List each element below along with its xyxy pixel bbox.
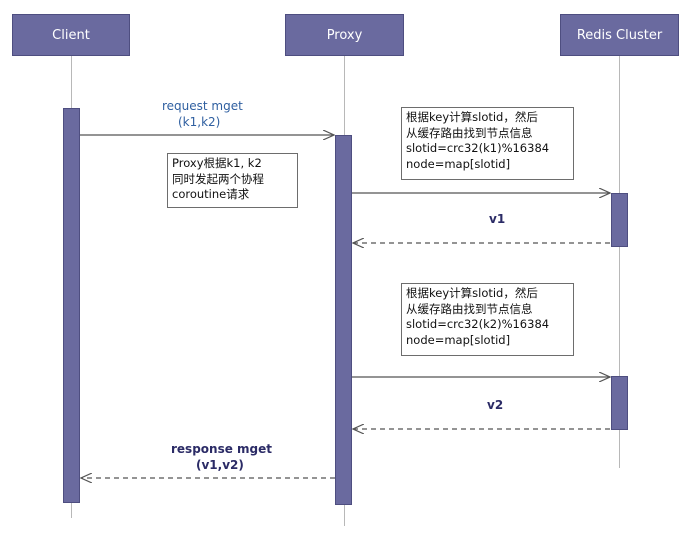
- redis-cluster-actor: Redis Cluster: [560, 14, 679, 56]
- request-label-line2: (k1,k2): [178, 115, 221, 129]
- proxy-coroutine-note: Proxy根据k1, k2 同时发起两个协程 coroutine请求: [167, 153, 298, 208]
- response-label-line1: response mget: [171, 442, 273, 456]
- slot-note-k1: 根据key计算slotid，然后 从缓存路由找到节点信息 slotid=crc3…: [401, 107, 574, 180]
- redis-activation-bar-2: [611, 376, 628, 430]
- v1-label: v1: [489, 212, 506, 226]
- response-label-line2: (v1,v2): [196, 458, 244, 472]
- client-activation-bar: [63, 108, 80, 503]
- redis-lifeline: [619, 56, 620, 468]
- proxy-actor: Proxy: [285, 14, 404, 56]
- slot-note-k2: 根据key计算slotid，然后 从缓存路由找到节点信息 slotid=crc3…: [401, 283, 574, 356]
- request-label-line1: request mget: [162, 99, 243, 113]
- redis-activation-bar-1: [611, 193, 628, 247]
- proxy-activation-bar: [335, 135, 352, 505]
- client-actor: Client: [12, 14, 130, 56]
- v2-label: v2: [487, 398, 504, 412]
